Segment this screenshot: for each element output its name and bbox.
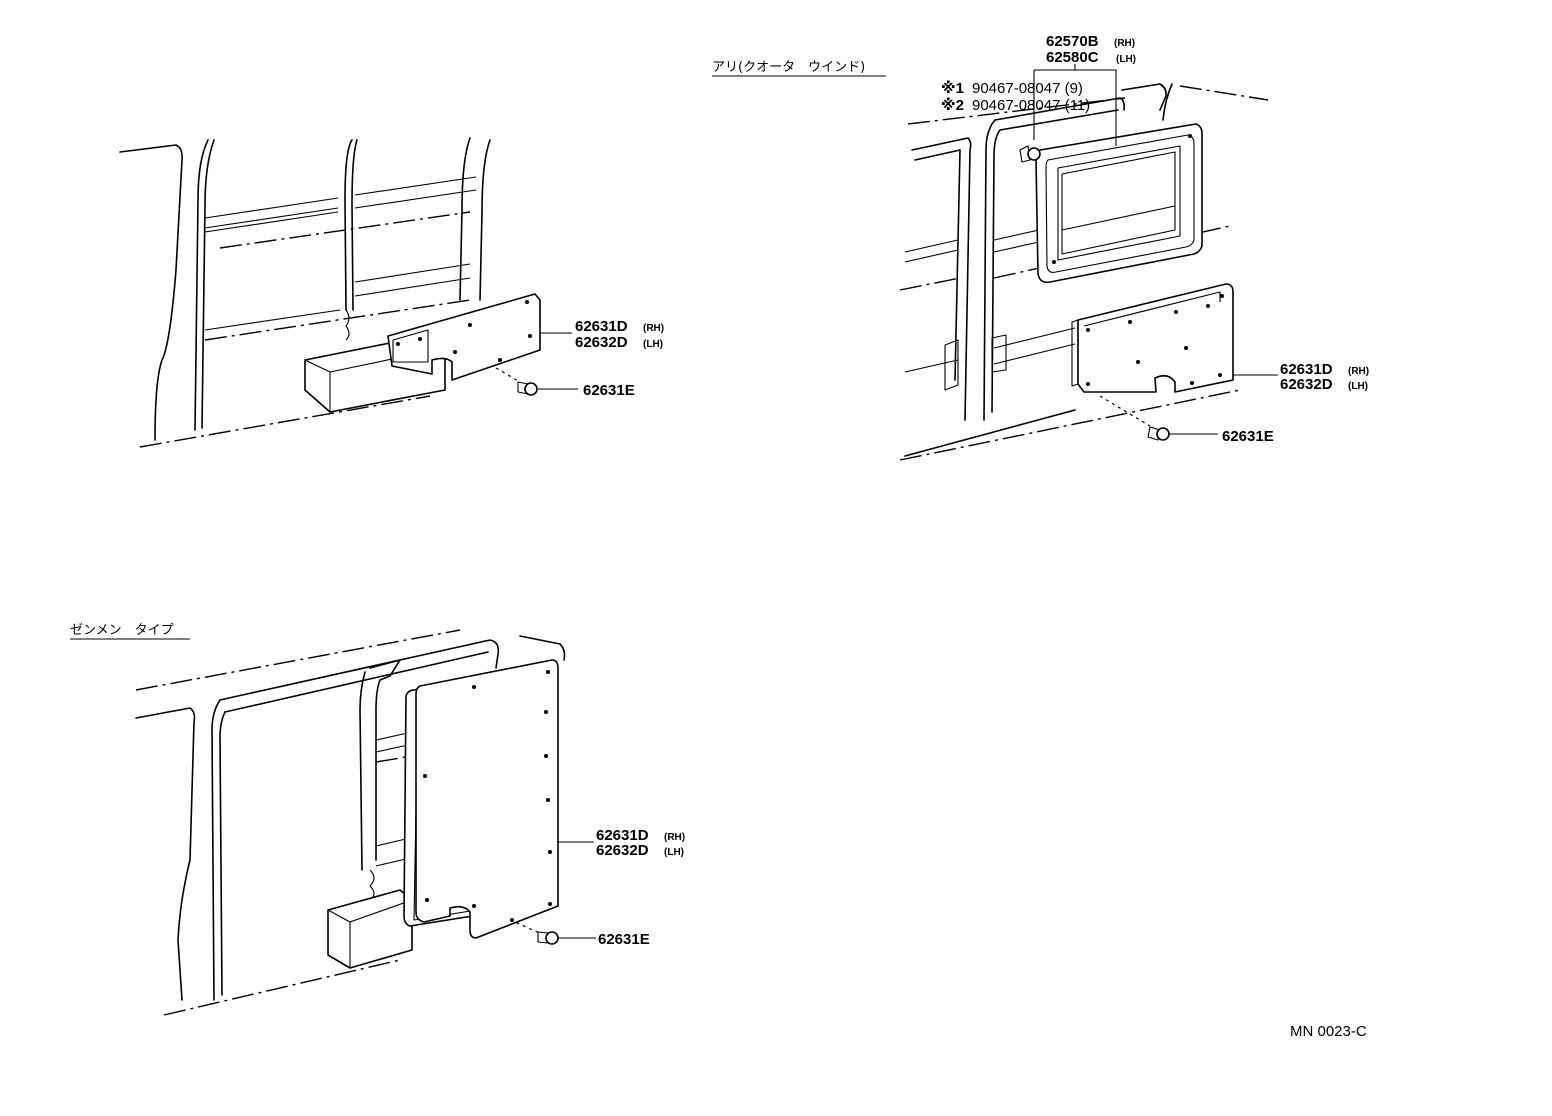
screw-part-1: 90467-08047 (9) <box>972 80 1083 97</box>
top-left-panel-side-rh: (RH) <box>643 323 664 334</box>
top-left-panel-part-lh: 62632D <box>575 334 628 351</box>
view-top-right: アリ(クオータ ウインド) <box>712 33 1369 461</box>
bottom-left-heading: ゼンメン タイプ <box>70 623 174 638</box>
screw-part-2: 90467-08047 (11) <box>972 97 1090 114</box>
top-right-panel-part-lh: 62632D <box>1280 376 1333 393</box>
top-right-clip-part: 62631E <box>1222 428 1274 445</box>
screw-mark-2: ※2 <box>941 96 964 114</box>
bottom-left-clip-part: 62631E <box>598 931 650 948</box>
bottom-left-panel-side-lh: (LH) <box>664 847 684 858</box>
drawing-code: MN 0023-C <box>1290 1023 1367 1040</box>
bottom-left-panel-part-rh: 62631D <box>596 827 649 844</box>
top-right-panel-side-lh: (LH) <box>1348 381 1368 392</box>
window-side-rh: (RH) <box>1114 38 1135 49</box>
bottom-left-panel-side-rh: (RH) <box>664 832 685 843</box>
top-left-panel-side-lh: (LH) <box>643 339 663 350</box>
view-top-left: 62631D (RH) 62632D (LH) 62631E <box>119 137 664 448</box>
window-part-lh: 62580C <box>1046 49 1099 66</box>
window-part-rh: 62570B <box>1046 33 1099 50</box>
top-right-panel-part-rh: 62631D <box>1280 361 1333 378</box>
top-right-panel-side-rh: (RH) <box>1348 366 1369 377</box>
view-bottom-left: ゼンメン タイプ <box>70 623 685 1016</box>
bottom-left-panel-part-lh: 62632D <box>596 842 649 859</box>
window-side-lh: (LH) <box>1116 54 1136 65</box>
top-right-heading: アリ(クオータ ウインド) <box>712 60 865 75</box>
top-left-clip-part: 62631E <box>583 382 635 399</box>
top-left-panel-part-rh: 62631D <box>575 318 628 335</box>
screw-mark-1: ※1 <box>941 79 964 97</box>
